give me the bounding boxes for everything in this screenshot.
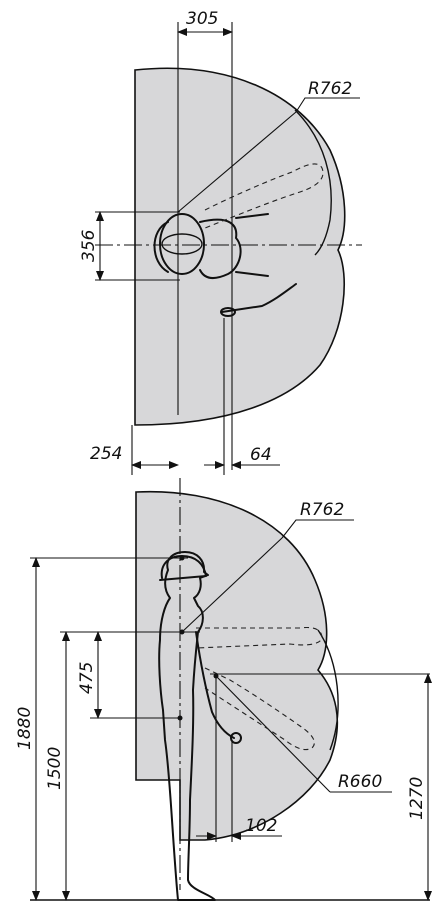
side-reach-zone-head	[135, 490, 339, 841]
side-point-hip	[177, 715, 183, 721]
side-arm-extended-upper-dashed	[195, 626, 323, 649]
plan-forearm	[221, 283, 297, 313]
plan-arm-extended-dashed	[204, 163, 324, 229]
side-arm	[195, 631, 235, 739]
side-dim-1270-label: 1270	[407, 777, 427, 820]
plan-radius-leader	[177, 111, 297, 213]
side-radius-head-leader	[181, 537, 283, 633]
side-dim-475-label: 475	[77, 662, 97, 694]
side-point-elbow	[213, 673, 219, 679]
plan-head	[159, 213, 205, 275]
side-radius-head-shelf	[281, 519, 354, 539]
side-dim-1880-label: 1880	[15, 707, 35, 750]
side-point-head	[179, 555, 185, 561]
plan-dim-64-label: 64	[250, 445, 272, 465]
plan-reach-zone-inner	[294, 109, 332, 256]
side-point-shoulder	[179, 629, 185, 635]
plan-shoulders	[153, 218, 242, 280]
plan-dim-305-label: 305	[186, 9, 218, 29]
side-reach-zone-arm-arc	[317, 629, 339, 751]
plan-arm-upper	[235, 213, 269, 277]
side-human-figure	[158, 551, 216, 901]
side-radius-arm-label: R660	[338, 772, 382, 792]
side-dim-1500-label: 1500	[45, 747, 65, 790]
side-dim-102-label: 102	[245, 816, 277, 836]
plan-dim-356-label: 356	[79, 229, 99, 262]
plan-view: 305 R762 356 254 64	[79, 9, 362, 475]
plan-head-inner	[161, 233, 203, 255]
side-radius-arm-leader	[215, 675, 331, 793]
side-view: R762 R660 1880 1500 475 1270 102	[15, 478, 432, 901]
plan-radius-shelf	[295, 97, 360, 113]
side-arm-extended-lower-dashed	[204, 667, 315, 751]
plan-hand	[220, 307, 236, 317]
side-hand	[230, 732, 242, 744]
plan-radius-label: R762	[308, 79, 352, 99]
plan-dim-254-label: 254	[90, 444, 122, 464]
side-radius-head-label: R762	[300, 500, 344, 520]
